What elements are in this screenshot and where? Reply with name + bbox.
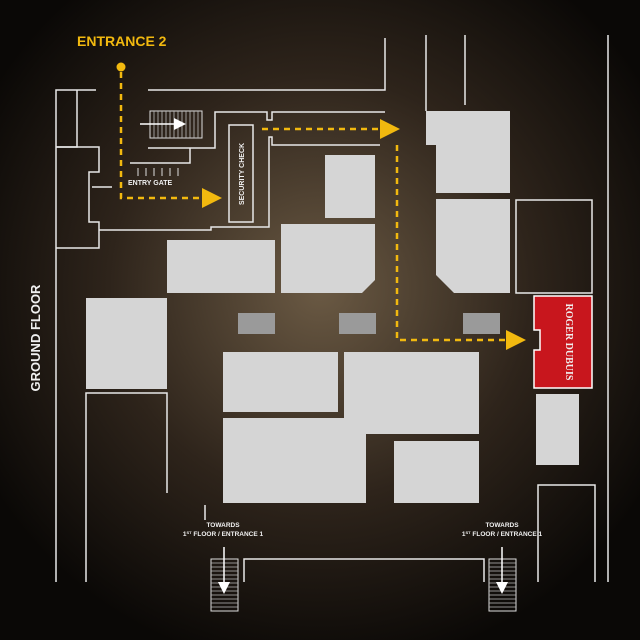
- entry-gate-posts: [137, 168, 179, 176]
- roger-dubuis-label: ROGER DUBUIS: [563, 304, 574, 381]
- stores: [86, 111, 579, 503]
- stairs-destination-label: 1ST FLOOR / ENTRANCE 1: [183, 530, 264, 538]
- walls: [55, 35, 609, 582]
- stairs-left[interactable]: TOWARDS 1ST FLOOR / ENTRANCE 1: [183, 522, 264, 612]
- entrance-2-label: ENTRANCE 2: [77, 33, 167, 49]
- stairs-destination-label: 1ST FLOOR / ENTRANCE 1: [462, 530, 543, 538]
- ground-floor-label: GROUND FLOOR: [28, 284, 43, 391]
- stairs-right[interactable]: TOWARDS 1ST FLOOR / ENTRANCE 1: [462, 522, 543, 612]
- stairs-entrance: [140, 110, 203, 139]
- stairs-towards-label: TOWARDS: [206, 522, 240, 529]
- security-check-label: SECURITY CHECK: [239, 143, 246, 205]
- route-path: [116, 62, 526, 350]
- store-roger-dubuis[interactable]: ROGER DUBUIS: [533, 295, 593, 389]
- entry-gate-label: ENTRY GATE: [128, 180, 173, 187]
- start-point-icon: [116, 62, 126, 72]
- stairs-towards-label: TOWARDS: [485, 522, 519, 529]
